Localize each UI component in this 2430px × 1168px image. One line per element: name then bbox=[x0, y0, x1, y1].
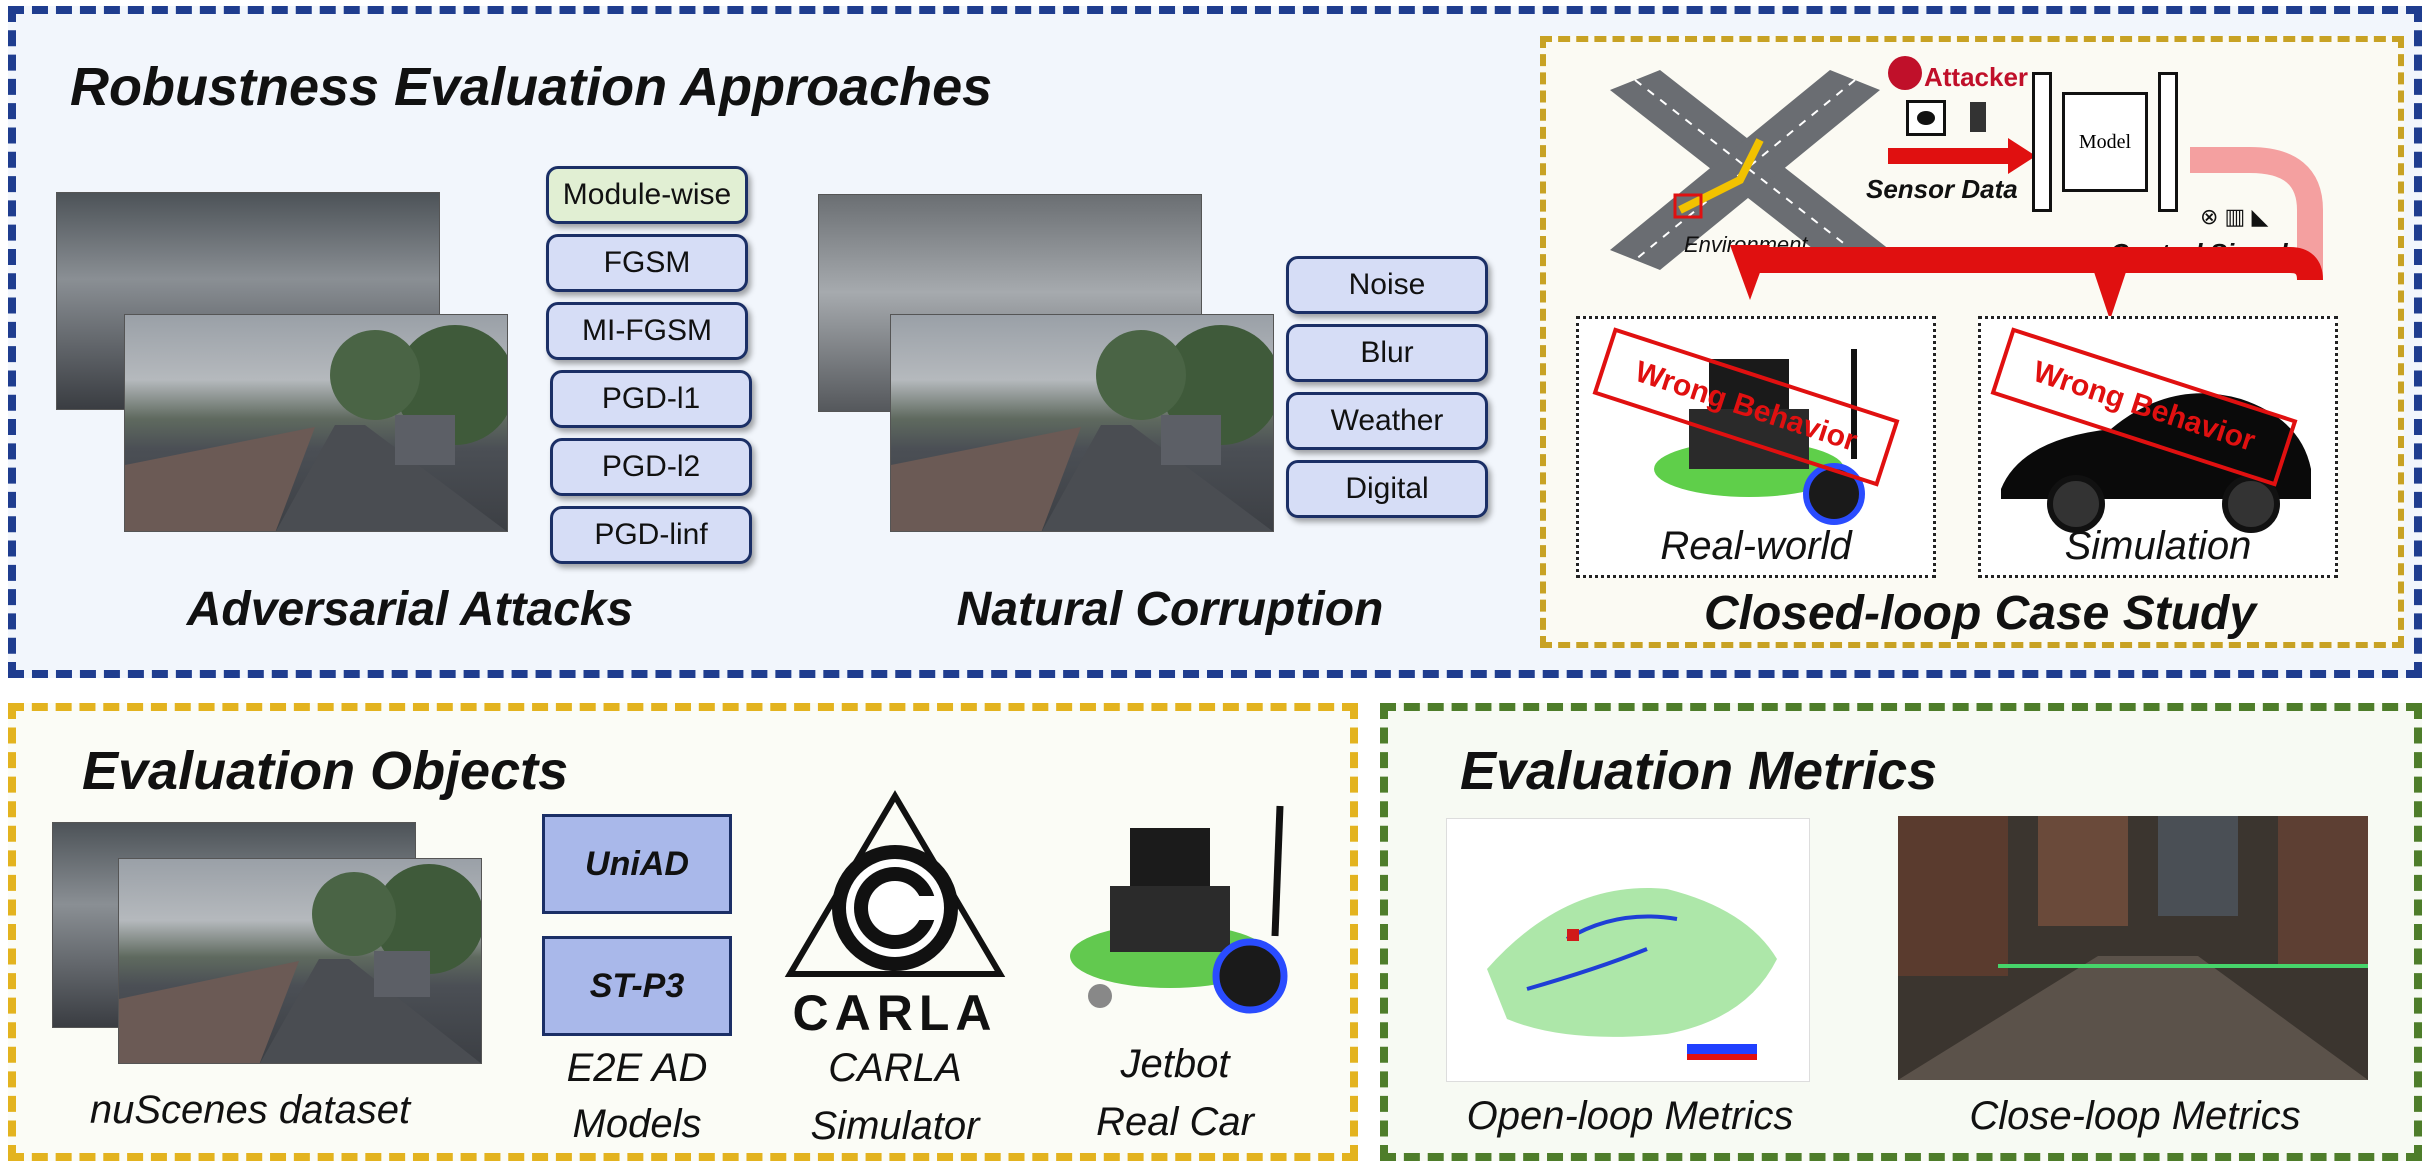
corruption-blur: Blur bbox=[1286, 324, 1488, 382]
control-icons: ⊗ ▥ ◣ bbox=[2200, 204, 2269, 229]
method-fgsm: FGSM bbox=[546, 234, 748, 292]
carla-logo-text: CARLA bbox=[792, 985, 998, 1041]
carla-logo-icon bbox=[784, 790, 1006, 977]
lidar-icon bbox=[1970, 102, 1986, 132]
natural-caption: Natural Corruption bbox=[956, 583, 1384, 636]
carla-caption-line1: CARLA bbox=[828, 1046, 962, 1090]
models-caption-line1: E2E AD bbox=[566, 1046, 708, 1090]
nuscenes-image-front bbox=[118, 858, 482, 1064]
objects-title: Evaluation Objects bbox=[82, 741, 569, 801]
corruption-image-front bbox=[890, 314, 1274, 532]
method-pgd-linf: PGD-linf bbox=[550, 506, 752, 564]
method-mi-fgsm: MI-FGSM bbox=[546, 302, 748, 360]
method-module-wise: Module-wise bbox=[546, 166, 748, 224]
intersection-diagram bbox=[1610, 70, 1890, 270]
simulation-label: Simulation bbox=[2064, 524, 2252, 568]
real-world-label: Real-world bbox=[1660, 524, 1852, 568]
feedback-arrows bbox=[1730, 147, 2323, 320]
nuscenes-caption: nuScenes dataset bbox=[89, 1088, 411, 1132]
jetbot-image bbox=[1070, 805, 1288, 1014]
case-study-caption: Closed-loop Case Study bbox=[1703, 587, 2257, 640]
network-layer-2 bbox=[2158, 72, 2178, 212]
attacker-label: Attacker bbox=[1924, 62, 2029, 92]
carla-caption-line2: Simulator bbox=[810, 1104, 980, 1148]
open-loop-caption: Open-loop Metrics bbox=[1466, 1094, 1794, 1138]
sensor-arrow bbox=[1888, 138, 2036, 174]
model-box: Model bbox=[2062, 92, 2148, 192]
simulation-box bbox=[1978, 316, 2338, 578]
network-layer-1 bbox=[2032, 72, 2052, 212]
method-pgd-l2: PGD-l2 bbox=[550, 438, 752, 496]
method-pgd-l1: PGD-l1 bbox=[550, 370, 752, 428]
attacker-icon bbox=[1888, 56, 1922, 90]
corruption-noise: Noise bbox=[1286, 256, 1488, 314]
models-caption-line2: Models bbox=[572, 1102, 702, 1146]
corruption-weather: Weather bbox=[1286, 392, 1488, 450]
model-stp3: ST-P3 bbox=[542, 936, 732, 1036]
close-loop-image bbox=[1898, 816, 2368, 1080]
panel-title: Robustness Evaluation Approaches bbox=[70, 57, 993, 117]
model-uniad: UniAD bbox=[542, 814, 732, 914]
adversarial-image-front bbox=[124, 314, 508, 532]
jetbot-caption-line1: Jetbot bbox=[1120, 1042, 1230, 1086]
real-world-box bbox=[1576, 316, 1936, 578]
corruption-digital: Digital bbox=[1286, 460, 1488, 518]
camera-icon bbox=[1906, 100, 1946, 136]
metrics-title: Evaluation Metrics bbox=[1460, 741, 1938, 801]
adversarial-caption: Adversarial Attacks bbox=[186, 583, 634, 636]
jetbot-caption-line2: Real Car bbox=[1096, 1100, 1254, 1144]
open-loop-plot bbox=[1446, 818, 1810, 1082]
close-loop-caption: Close-loop Metrics bbox=[1969, 1094, 2301, 1138]
sensor-data-label: Sensor Data bbox=[1866, 174, 2018, 204]
